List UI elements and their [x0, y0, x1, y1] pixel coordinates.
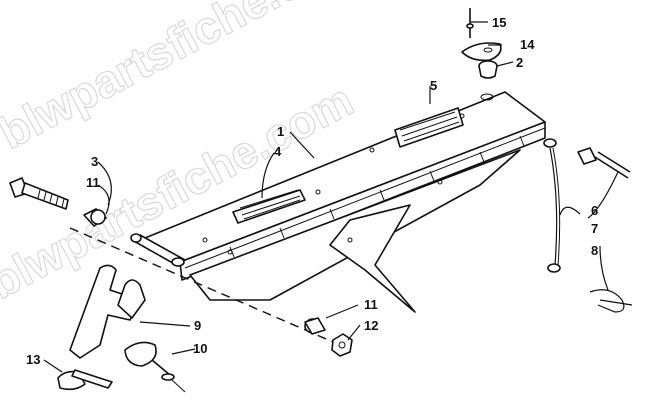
pin-plate-10: [124, 341, 186, 393]
bushing-2: [478, 60, 498, 79]
callout-1: 1: [277, 124, 284, 139]
bracket-9: [69, 264, 146, 359]
hitch-clip-8: [589, 289, 633, 313]
callout-14: 14: [520, 37, 535, 52]
callout-11-upper: 11: [86, 175, 100, 190]
callout-6: 6: [591, 203, 598, 218]
callout-4: 4: [274, 144, 282, 159]
spacer-11-upper: [83, 208, 107, 227]
bumper-plate: [139, 91, 546, 313]
clamp-plate: [57, 369, 113, 391]
callout-3: 3: [91, 154, 98, 169]
nut-12: [331, 333, 353, 357]
bolt-3: [9, 177, 69, 210]
tether-6: [543, 138, 561, 273]
callout-11-lower: 11: [364, 297, 378, 312]
pin-7: [577, 147, 631, 179]
callout-15-label: 15: [492, 15, 506, 30]
hinge-pin: [130, 233, 186, 267]
callout-8: 8: [591, 243, 598, 258]
callout-9: 9: [194, 318, 201, 333]
callout-13: 13: [26, 352, 40, 367]
callout-10: 10: [193, 341, 207, 356]
plate-14: [461, 42, 502, 62]
leader-lines: [43, 21, 619, 373]
spacer-11-lower: [304, 317, 326, 335]
stud-15: [466, 8, 474, 38]
callout-5: 5: [430, 78, 437, 93]
decal-4: [232, 189, 306, 224]
callout-7: 7: [591, 221, 598, 236]
callout-12: 12: [364, 318, 378, 333]
decal-5: [394, 107, 464, 148]
axis-line: [69, 227, 341, 346]
callout-2: 2: [516, 55, 523, 70]
